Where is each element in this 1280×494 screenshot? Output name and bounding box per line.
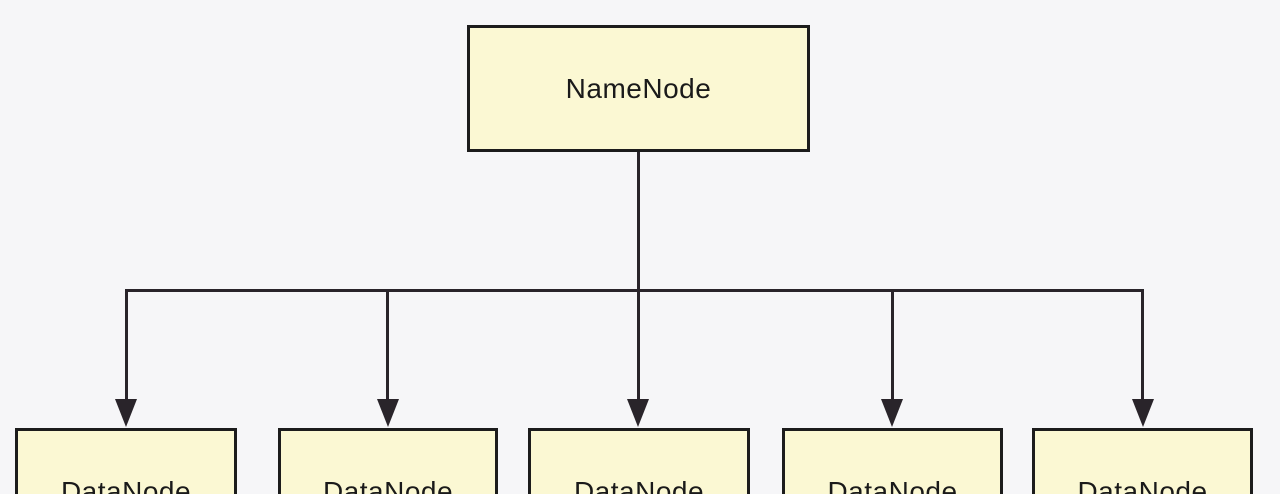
node-datanode-2: DataNode [278, 428, 498, 494]
node-datanode-5: DataNode [1032, 428, 1253, 494]
arrow-down-icon [881, 399, 903, 427]
connector-drop-5 [1141, 289, 1144, 401]
connector-drop-4 [891, 289, 894, 401]
connector-root-stem [637, 152, 640, 292]
connector-drop-1 [125, 289, 128, 401]
datanode-label: DataNode [60, 475, 192, 494]
namenode-label: NameNode [565, 72, 712, 104]
node-datanode-4: DataNode [782, 428, 1003, 494]
datanode-label: DataNode [827, 475, 958, 494]
node-datanode-1: DataNode [15, 428, 237, 494]
arrow-down-icon [1132, 399, 1154, 427]
datanode-label: DataNode [1077, 475, 1208, 494]
arrow-down-icon [377, 399, 399, 427]
connector-drop-3 [637, 289, 640, 401]
datanode-label: DataNode [573, 475, 705, 494]
arrow-down-icon [627, 399, 649, 427]
arrow-down-icon [115, 399, 137, 427]
node-datanode-3: DataNode [528, 428, 750, 494]
node-namenode: NameNode [467, 25, 810, 152]
connector-drop-2 [386, 289, 389, 401]
connector-horizontal-bus [125, 289, 1144, 292]
datanode-label: DataNode [322, 475, 454, 494]
